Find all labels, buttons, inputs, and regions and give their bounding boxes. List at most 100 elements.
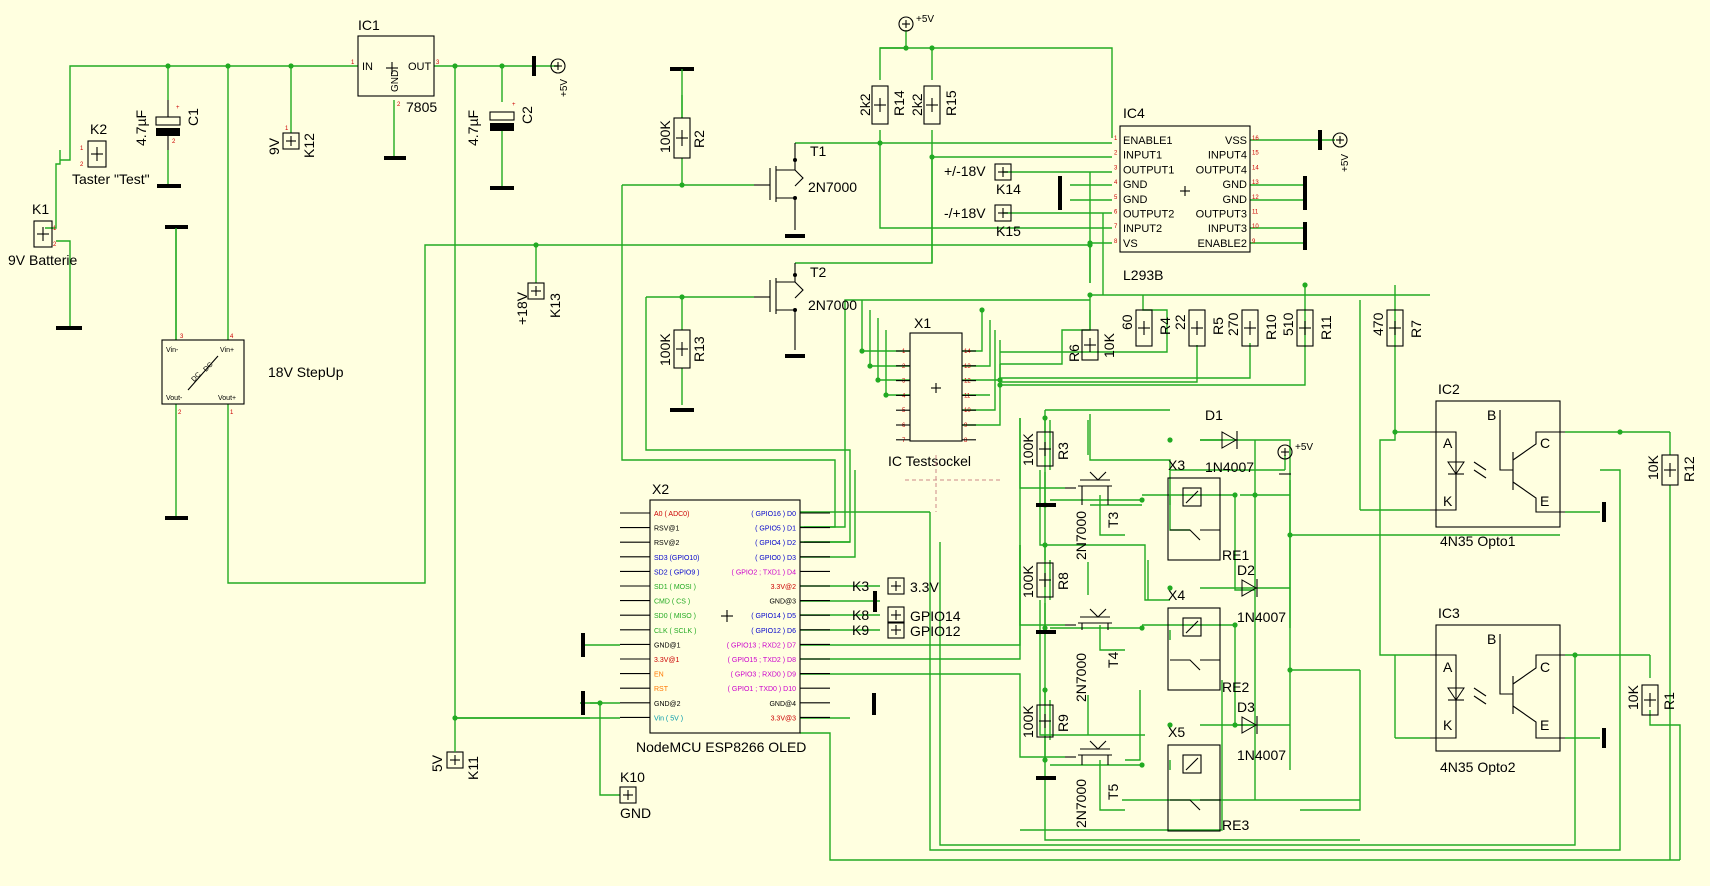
k14-ref: K14 (996, 181, 1021, 197)
c1-ref: C1 (185, 108, 201, 126)
x2-nodemcu: X2 NodeMCU ESP8266 OLED A0 ( ADC0)RSV@1R… (581, 481, 877, 755)
r6-value: 10K (1101, 332, 1117, 358)
x2-pin-left: SD0 ( MISO ) (654, 613, 696, 620)
x2-pin-left: RST (654, 686, 669, 693)
svg-text:1: 1 (80, 146, 84, 152)
r7-value: 470 (1370, 312, 1386, 336)
k13-connector: +18V K13 (514, 282, 563, 325)
components: 12 K1 9V Batterie 12 K2 Taster "Test" +2… (8, 14, 1697, 833)
t3-mosfet: 2N7000 T3 (1036, 471, 1121, 560)
r13-resistor: 100K R13 (657, 329, 707, 412)
r1-ref: R1 (1661, 692, 1677, 710)
ic3-pin-b: B (1487, 631, 1496, 647)
r2-value: 100K (657, 120, 673, 153)
k13-ref: K13 (547, 293, 563, 318)
x4-relay: X4 RE2 (1167, 587, 1249, 695)
r8-value: 100K (1020, 565, 1036, 598)
x2-pin-right: ( GPIO0 ) D3 (755, 555, 796, 562)
svg-text:1: 1 (285, 126, 289, 132)
x2-pin-right: ( GPIO13 ; RXD2 ) D7 (727, 642, 796, 649)
svg-text:10: 10 (1252, 224, 1259, 230)
svg-text:8: 8 (1114, 239, 1118, 245)
r14-ref: R14 (891, 90, 907, 116)
svg-text:8: 8 (964, 438, 968, 444)
r10-value: 270 (1225, 312, 1241, 336)
svg-text:1: 1 (53, 226, 57, 232)
x2-pin-left: SD2 ( GPIO9 ) (654, 569, 700, 576)
svg-text:15: 15 (1252, 151, 1259, 157)
junction-dots (165, 45, 1623, 768)
supply-5v-d-label: +5V (1295, 442, 1313, 453)
r12-value: 10K (1645, 454, 1661, 480)
k8-connector: K8 GPIO14 (852, 606, 961, 624)
x5-relay-label: RE3 (1222, 817, 1249, 833)
k9-ref: K9 (852, 622, 869, 638)
k11-value: 5V (429, 754, 445, 772)
r5-value: 22 (1172, 314, 1188, 330)
x2-pin-left: A0 ( ADC0) (654, 511, 689, 518)
svg-text:3: 3 (902, 379, 906, 385)
r11-ref: R11 (1318, 315, 1334, 340)
x2-pin-right: 3.3V@2 (771, 584, 797, 591)
r3-resistor: 100K R3 (1020, 431, 1071, 467)
ic4-pin-left: INPUT1 (1123, 150, 1162, 162)
t1-ref: T1 (810, 143, 827, 159)
r3-value: 100K (1020, 433, 1036, 466)
ic4-pin-right: VSS (1225, 135, 1247, 147)
x2-pin-right: ( GPIO12 ) D6 (751, 628, 796, 635)
r6-resistor: R6 10K (1066, 329, 1117, 362)
k3-connector: K3 3.3V (852, 577, 939, 595)
r12-ref: R12 (1681, 456, 1697, 482)
svg-text:11: 11 (964, 393, 971, 399)
svg-text:1: 1 (1114, 136, 1118, 142)
k1-battery-connector: 12 K1 9V Batterie (8, 201, 82, 330)
svg-text:2: 2 (178, 410, 182, 416)
svg-text:6: 6 (1114, 210, 1118, 216)
r8-ref: R8 (1055, 572, 1071, 590)
r8-resistor: 100K R8 (1020, 562, 1071, 598)
svg-text:9: 9 (964, 423, 968, 429)
x5-relay: X5 RE3 (1167, 724, 1249, 833)
ic2-pin-b: B (1487, 407, 1496, 423)
d2-value: 1N4007 (1237, 609, 1286, 625)
r5-ref: R5 (1210, 317, 1226, 335)
ic1-value: 7805 (406, 99, 437, 115)
x2-pin-left: 3.3V@1 (654, 657, 680, 664)
r9-value: 100K (1020, 705, 1036, 738)
stepup-dc2: DC (202, 361, 214, 373)
svg-text:12: 12 (964, 379, 971, 385)
svg-text:2: 2 (53, 242, 57, 248)
d2-diode: D2 1N4007 (1237, 562, 1286, 625)
k8-ref: K8 (852, 607, 869, 623)
ic4-pin-right: ENABLE2 (1197, 238, 1247, 250)
x1-ref: X1 (914, 315, 931, 331)
r3-ref: R3 (1055, 442, 1071, 460)
k1-label: 9V Batterie (8, 252, 77, 268)
r14-resistor: 2k2 R14 (857, 85, 907, 125)
ic1-ref: IC1 (358, 17, 380, 33)
r11-resistor: 510 R11 (1280, 309, 1334, 347)
stepup-vout-plus: Vout+ (218, 395, 236, 402)
svg-text:1: 1 (902, 349, 906, 355)
k15-connector: -/+18V K15 (944, 204, 1021, 239)
svg-text:11: 11 (1252, 210, 1259, 216)
t4-mosfet: 2N7000 T4 (1036, 608, 1121, 702)
svg-text:2: 2 (902, 364, 906, 370)
stepup-vin-plus: Vin+ (220, 347, 234, 354)
x4-relay-label: RE2 (1222, 679, 1249, 695)
k2-test-button: 12 K2 Taster "Test" (72, 121, 150, 187)
ic3-pin-k: K (1443, 717, 1453, 733)
x3-relay-label: RE1 (1222, 547, 1249, 563)
k12-value: 9V (266, 137, 282, 155)
r9-ref: R9 (1055, 714, 1071, 732)
k9-connector: K9 GPIO12 (852, 621, 961, 639)
x2-pin-right: ( GPIO14 ) D5 (751, 613, 796, 620)
x4-ref: X4 (1168, 587, 1185, 603)
r1-value: 10K (1625, 684, 1641, 710)
r13-ref: R13 (691, 336, 707, 362)
k14-connector: +/-18V K14 (944, 163, 1021, 197)
